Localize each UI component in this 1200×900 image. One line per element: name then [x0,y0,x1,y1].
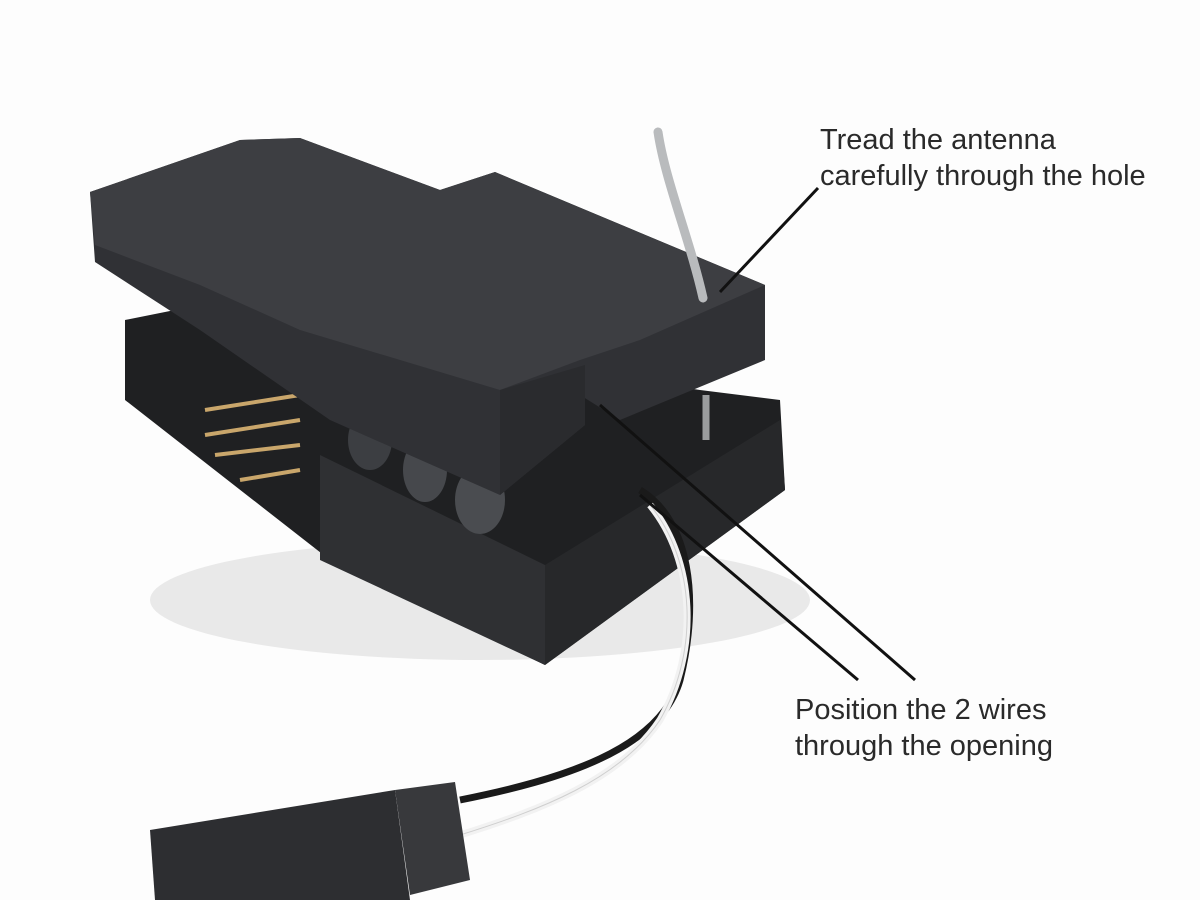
tray-front-wall [320,455,545,665]
antenna-annotation-line1: Tread the antenna [820,124,1056,156]
wires-leader-line-1 [599,403,916,682]
wires-annotation: Position the 2 wires through the opening [795,692,1053,764]
lid-top [90,138,765,390]
wires-leader-line-2 [639,493,859,682]
tray-side-wall [545,420,785,665]
wires-annotation-line2: through the opening [795,730,1053,762]
antenna-annotation: Tread the antenna carefully through the … [820,122,1146,194]
antenna-leader-line [718,186,820,294]
antenna [653,127,708,303]
pin-header-icon [204,393,301,482]
wires-annotation-line1: Position the 2 wires [795,694,1047,726]
connector-head [395,782,470,895]
lid-notch [500,365,585,495]
antenna-annotation-line2: carefully through the hole [820,160,1146,192]
servo-connector [150,790,410,900]
